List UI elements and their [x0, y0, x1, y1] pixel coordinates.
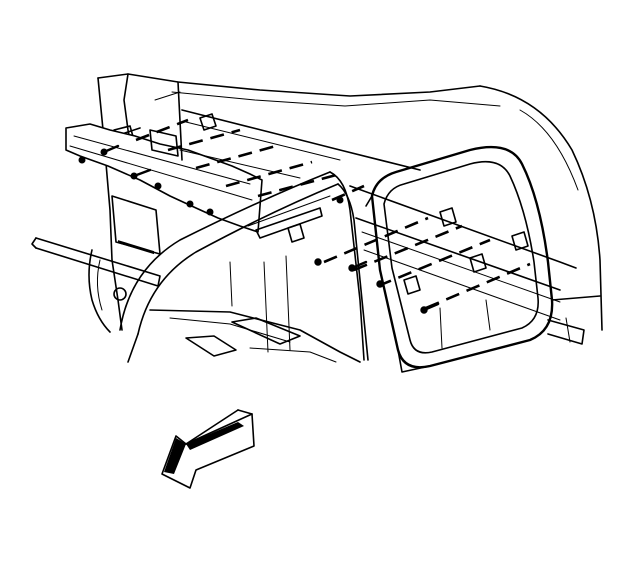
cab-back-wall-right	[229, 185, 577, 353]
vent-grille	[111, 195, 161, 255]
bolt-icon	[376, 280, 384, 288]
vent-slot	[118, 240, 154, 255]
cab-floor	[127, 309, 361, 363]
right-corner-bracket	[547, 295, 601, 345]
right-fastener-paths	[323, 184, 531, 310]
floor-bracket	[231, 317, 301, 345]
left-rear-trim-panel	[65, 123, 263, 233]
pillar-frame	[119, 171, 369, 361]
bolt-icon	[78, 156, 86, 164]
left-fasteners	[78, 144, 214, 216]
bolt-icon	[314, 258, 322, 266]
right-fasteners	[314, 196, 440, 314]
arrow-forward-left-icon	[161, 409, 255, 489]
left-fastener-paths	[135, 118, 341, 198]
body-hole	[113, 287, 127, 301]
rear-window-frame	[365, 145, 554, 373]
seal-strip	[255, 207, 323, 239]
bolt-icon	[336, 196, 344, 204]
bolt-icon	[186, 200, 194, 208]
bolt-icon	[154, 182, 162, 190]
seatbelt-strap	[31, 237, 161, 287]
bolt-icon	[206, 208, 214, 216]
